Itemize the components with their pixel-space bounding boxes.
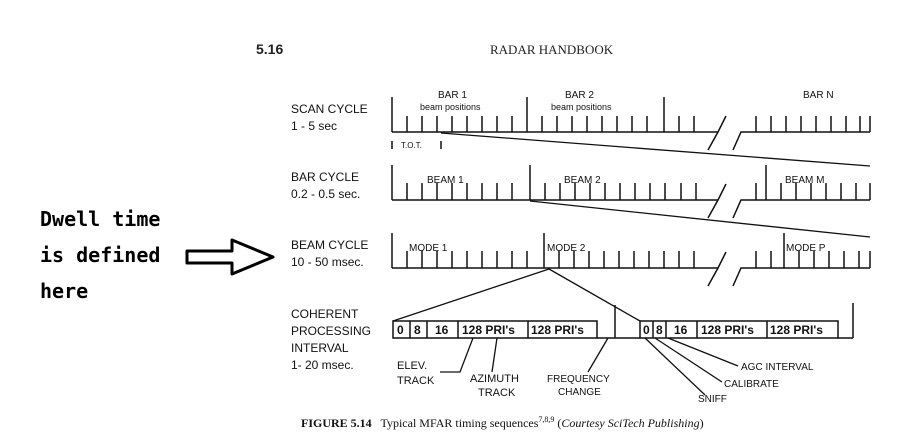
page-header: RADAR HANDBOOK <box>490 42 614 57</box>
arrow-icon <box>185 238 275 276</box>
beam-cycle-timeline <box>391 233 871 287</box>
annotation-line-3: here <box>40 279 88 303</box>
mode1-label: MODE 1 <box>409 243 448 254</box>
figure-caption-text: Typical MFAR timing sequences <box>380 416 538 430</box>
cpi-cell-8: 8 <box>414 323 421 337</box>
cpi-cell-16-second: 16 <box>674 323 688 337</box>
cpi-cell-0: 0 <box>397 323 404 337</box>
cpi-cell-0-second: 0 <box>643 323 650 337</box>
agc-interval-label: AGC INTERVAL <box>741 362 814 373</box>
frequency-change-label-1: FREQUENCY <box>547 374 610 385</box>
bar-cycle-range: 0.2 - 0.5 sec. <box>291 187 360 201</box>
annotation-line-1: Dwell time <box>40 207 160 231</box>
modep-label: MODE P <box>786 243 826 254</box>
cpi-title-2: PROCESSING <box>291 324 371 338</box>
cpi-cell-128-a: 128 PRI's <box>462 323 515 337</box>
elev-track-label-1: ELEV. <box>397 360 427 372</box>
figure-caption-label: FIGURE 5.14 <box>301 416 372 430</box>
annotation-line-2: is defined <box>40 243 160 267</box>
beam-to-cpi-expansion-lines <box>392 268 641 322</box>
bar-cycle-title: BAR CYCLE <box>291 170 359 184</box>
bar1-sub-label: beam positions <box>420 102 481 112</box>
scan-to-bar-expansion-lines <box>440 132 871 167</box>
scan-cycle-timeline <box>391 97 871 151</box>
cpi-cell-128-b-second: 128 PRI's <box>770 323 823 337</box>
scan-cycle-range: 1 - 5 sec <box>291 119 337 133</box>
beam2-label: BEAM 2 <box>564 175 601 186</box>
cpi-title-1: COHERENT <box>291 307 359 321</box>
figure-caption-courtesy: Courtesy SciTech Publishing <box>561 416 699 430</box>
beam-cycle-title: BEAM CYCLE <box>291 238 368 252</box>
figure-caption: FIGURE 5.14 Typical MFAR timing sequence… <box>301 415 704 430</box>
cpi-cell-128-b: 128 PRI's <box>531 323 584 337</box>
bar2-sub-label: beam positions <box>551 102 612 112</box>
frequency-change-label-2: CHANGE <box>558 387 601 398</box>
mode2-label: MODE 2 <box>547 243 586 254</box>
azimuth-track-label-1: AZIMUTH <box>470 373 519 385</box>
beamm-label: BEAM M <box>785 175 824 186</box>
sniff-label: SNIFF <box>698 394 727 405</box>
cpi-cell-8-second: 8 <box>656 323 663 337</box>
bar-cycle-timeline <box>391 165 871 219</box>
beam1-label: BEAM 1 <box>427 175 464 186</box>
figure-caption-open: ( <box>554 416 561 430</box>
bar2-label: BAR 2 <box>565 90 594 101</box>
page-number: 5.16 <box>256 41 283 57</box>
barn-label: BAR N <box>803 90 834 101</box>
azimuth-track-label-2: TRACK <box>478 387 516 399</box>
tot-label: T.O.T. <box>401 141 422 150</box>
cpi-title-3: INTERVAL <box>291 341 349 355</box>
cpi-timeline <box>392 303 854 339</box>
calibrate-label: CALIBRATE <box>724 379 779 390</box>
elev-track-label-2: TRACK <box>397 375 435 387</box>
cpi-range: 1- 20 msec. <box>291 358 354 372</box>
cpi-cell-16: 16 <box>435 323 449 337</box>
cpi-cell-128-a-second: 128 PRI's <box>701 323 754 337</box>
scan-cycle-title: SCAN CYCLE <box>291 102 368 116</box>
beam-cycle-range: 10 - 50 msec. <box>291 255 364 269</box>
bar-to-beam-expansion-lines <box>529 200 871 238</box>
figure-caption-close: ) <box>700 416 704 430</box>
figure-caption-refs: 7,8,9 <box>538 415 554 424</box>
bar1-label: BAR 1 <box>438 90 467 101</box>
callout-leader-lines <box>440 337 739 396</box>
